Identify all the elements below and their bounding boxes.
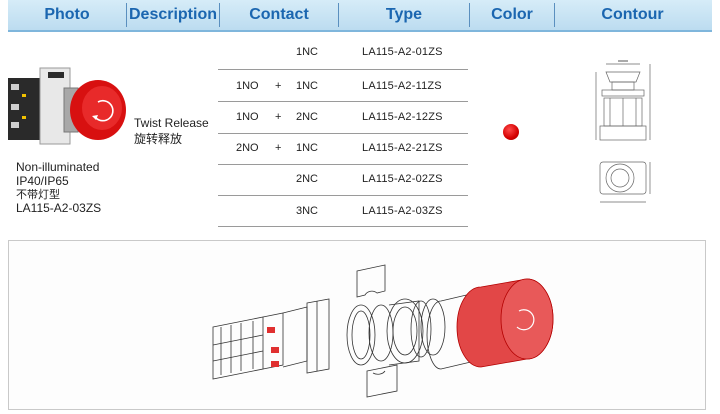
product-line-2: IP40/IP65: [16, 174, 69, 188]
row-divider: [218, 195, 468, 196]
contact-nc: 3NC: [296, 205, 319, 217]
exploded-view-panel: [8, 240, 706, 410]
contour-drawing: [595, 60, 651, 203]
header-separator: [554, 3, 555, 27]
contact-no: 2NO: [236, 142, 259, 154]
header-color: Color: [491, 6, 533, 23]
contact-nc: 1NC: [296, 46, 319, 58]
type-code: LA115-A2-21ZS: [362, 142, 443, 154]
header-separator: [469, 3, 470, 27]
product-line-3: 不带灯型: [16, 189, 60, 201]
description-cn: 旋转释放: [134, 132, 183, 146]
contact-plus: +: [275, 142, 282, 154]
header-photo: Photo: [44, 6, 90, 23]
contact-nc: 2NC: [296, 173, 319, 185]
type-code: LA115-A2-11ZS: [362, 80, 442, 92]
color-swatch-red: [503, 124, 519, 140]
header-separator: [219, 3, 220, 27]
row-divider: [218, 101, 468, 102]
row-divider: [218, 226, 468, 227]
product-line-1: Non-illuminated: [16, 160, 100, 174]
contact-no: 1NO: [236, 111, 259, 123]
product-photo: [8, 67, 126, 145]
contact-nc: 1NC: [296, 80, 319, 92]
description-en: Twist Release: [134, 116, 209, 130]
type-code: LA115-A2-12ZS: [362, 111, 443, 123]
row-divider: [218, 164, 468, 165]
type-code: LA115-A2-03ZS: [362, 205, 443, 217]
row-divider: [218, 69, 468, 70]
header-separator: [338, 3, 339, 27]
header-separator: [126, 3, 127, 27]
contact-no: 1NO: [236, 80, 259, 92]
contact-nc: 1NC: [296, 142, 319, 154]
row-divider: [218, 133, 468, 134]
table-header: Photo Description Contact Type Color Con…: [8, 0, 712, 32]
contact-plus: +: [275, 111, 282, 123]
exploded-view-drawing: [212, 264, 554, 398]
contact-nc: 2NC: [296, 111, 319, 123]
product-line-4: LA115-A2-03ZS: [16, 201, 102, 215]
contact-plus: +: [275, 80, 282, 92]
header-type: Type: [385, 6, 423, 23]
type-code: LA115-A2-02ZS: [362, 173, 443, 185]
header-contour: Contour: [601, 6, 664, 23]
header-contact: Contact: [249, 6, 309, 23]
type-code: LA115-A2-01ZS: [362, 46, 443, 58]
header-description: Description: [128, 6, 217, 23]
